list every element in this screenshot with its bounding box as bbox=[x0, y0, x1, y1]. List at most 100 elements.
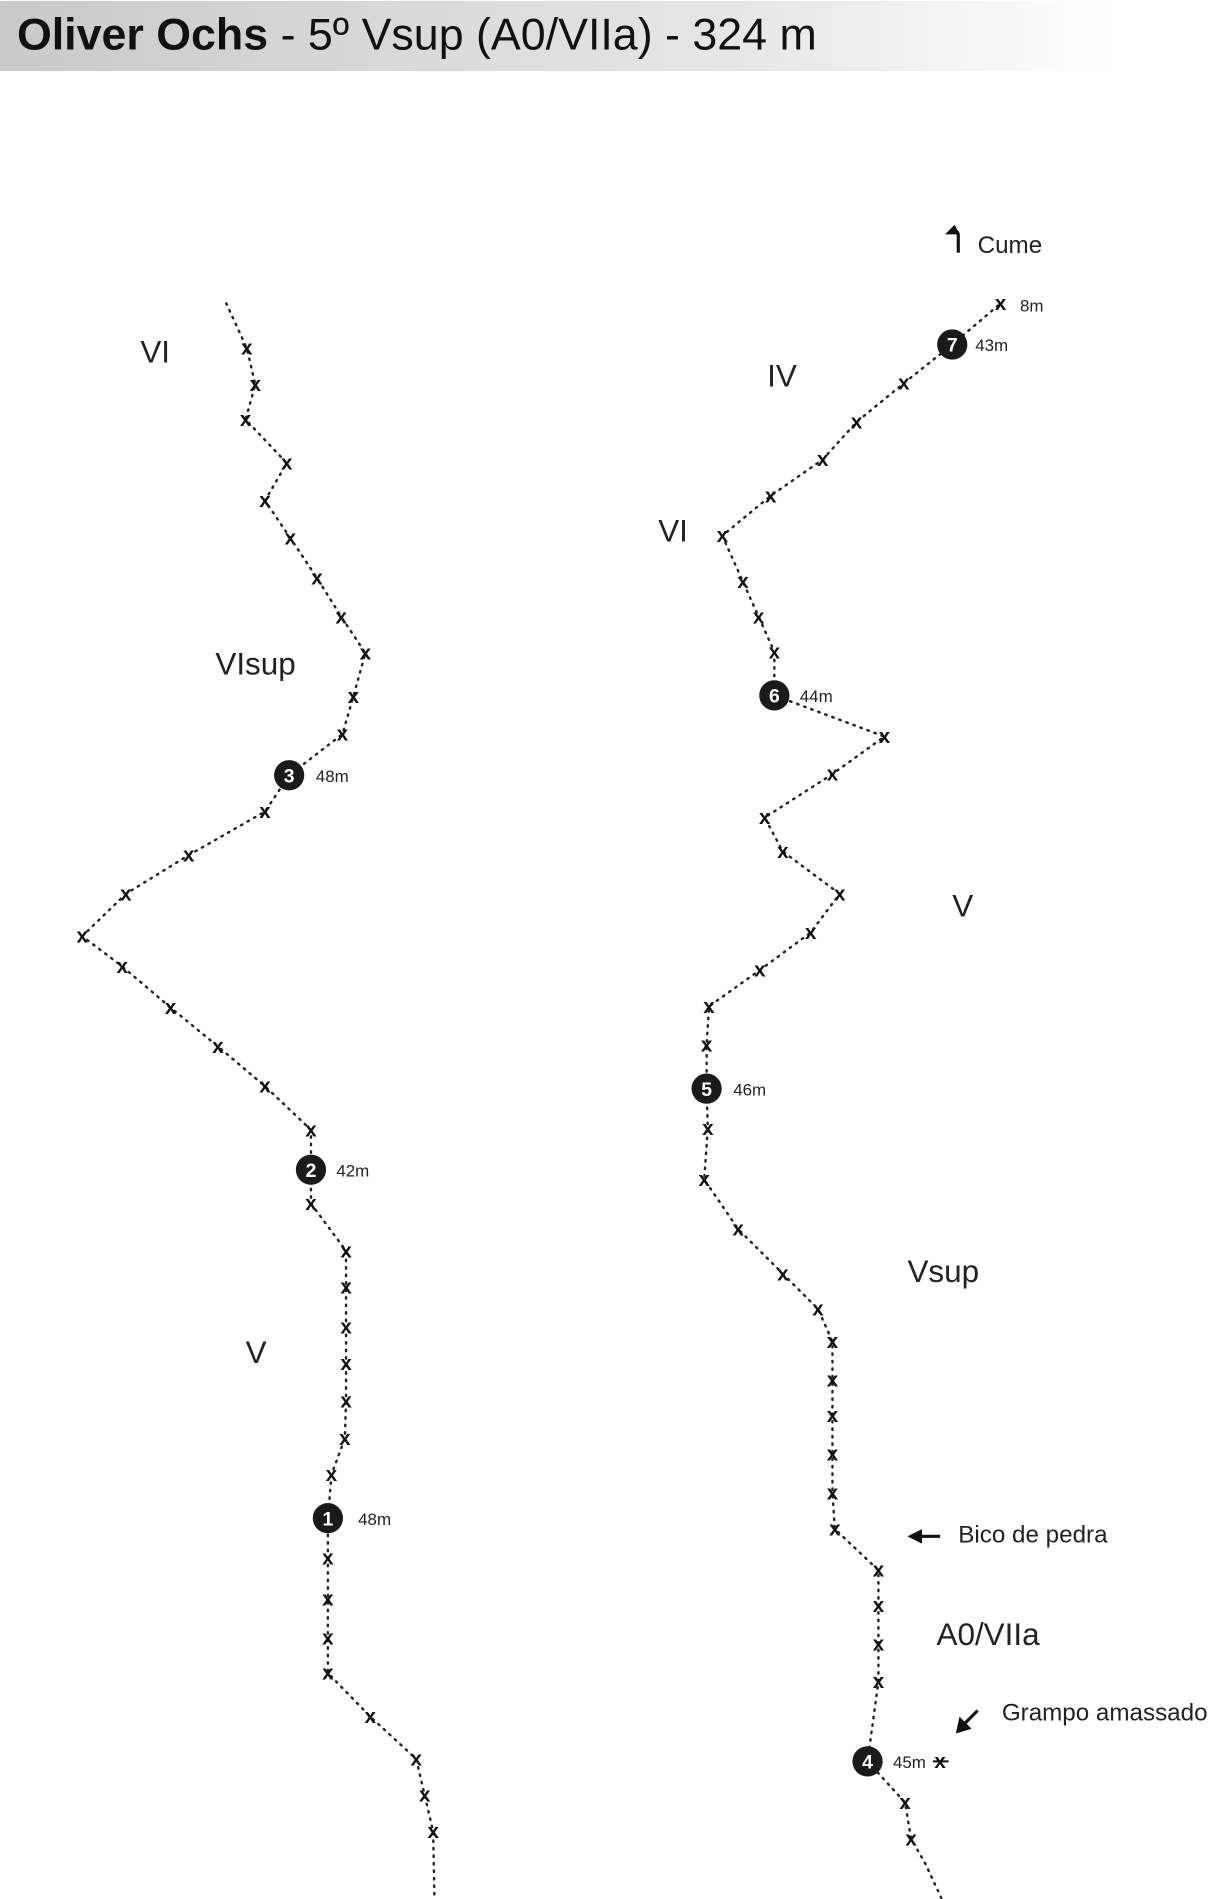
bolt-marker: x bbox=[165, 996, 177, 1019]
grade-label-right-mid: V bbox=[952, 888, 973, 923]
bolt-marker: x bbox=[827, 763, 839, 786]
grade-label-right-top: IV bbox=[767, 358, 797, 393]
belay-number: 6 bbox=[769, 686, 780, 708]
bolt-marker: x bbox=[305, 1192, 317, 1215]
bolt-marker: x bbox=[427, 1820, 439, 1843]
belay-circle bbox=[937, 329, 968, 360]
grade-label-left-top: VI bbox=[140, 334, 170, 369]
bolt-marker: x bbox=[322, 1547, 334, 1570]
down-left-arrow-icon bbox=[955, 1709, 979, 1734]
bolt-marker: x bbox=[829, 1518, 841, 1541]
belay-station-7: 7 43m bbox=[937, 329, 1008, 360]
belay-circle bbox=[852, 1746, 883, 1777]
pitch-length: 48m bbox=[358, 1510, 391, 1529]
pitch-length: 43m bbox=[975, 336, 1008, 355]
right-route-path bbox=[702, 302, 1002, 1899]
bolt-marker: x bbox=[827, 1404, 839, 1427]
bolt-marker: x bbox=[335, 605, 347, 628]
bolt-marker: x bbox=[812, 1297, 824, 1320]
bolt-marker: x bbox=[183, 844, 195, 867]
bolt-marker: x bbox=[340, 1316, 352, 1339]
grade-label-right-upper: VI bbox=[658, 513, 688, 548]
pitch-length: 44m bbox=[800, 687, 833, 706]
bolt-marker: x bbox=[759, 806, 771, 829]
rock-horn-label: Bico de pedra bbox=[958, 1522, 1108, 1549]
belay-number: 5 bbox=[701, 1079, 712, 1101]
grade-label-right-lower: Vsup bbox=[907, 1254, 979, 1289]
bolt-marker: x bbox=[259, 489, 271, 512]
summit-arrow-icon bbox=[944, 224, 960, 253]
bolt-marker: x bbox=[873, 1633, 885, 1656]
belay-circle bbox=[295, 1154, 327, 1185]
bolt-marker: x bbox=[765, 484, 777, 507]
bolt-marker: x bbox=[116, 955, 128, 978]
bolt-marker: x bbox=[777, 840, 789, 863]
bolt-marker: x bbox=[322, 1626, 334, 1649]
belay-station-3: 3 48m bbox=[274, 760, 349, 791]
route-grade-length: - 5º Vsup (A0/VIIa) - 324 m bbox=[268, 9, 817, 59]
bolt-marker: x bbox=[851, 410, 863, 433]
belay-station-4: 4 45m bbox=[852, 1746, 926, 1777]
bolt-marker: x bbox=[769, 640, 781, 663]
belay-circle bbox=[274, 760, 305, 791]
bolt-marker: x bbox=[702, 1117, 714, 1140]
bolt-marker: x bbox=[805, 921, 817, 944]
belay-number: 2 bbox=[306, 1160, 317, 1182]
bolt-marker: x bbox=[777, 1262, 789, 1285]
bolt-marker: x bbox=[337, 723, 349, 746]
bolt-marker: x bbox=[322, 1662, 334, 1685]
route-lines bbox=[80, 302, 1002, 1899]
bolt-marker: x bbox=[259, 1075, 271, 1098]
belay-station-2: 2 42m bbox=[295, 1154, 369, 1185]
bolt-marker: x bbox=[873, 1559, 885, 1582]
bolt-marker: x bbox=[873, 1670, 885, 1693]
pitch-length: 46m bbox=[733, 1080, 766, 1099]
grade-label-left-mid: VIsup bbox=[215, 646, 295, 681]
bolt-marker: x bbox=[827, 1369, 839, 1392]
belay-station-5: 5 46m bbox=[691, 1073, 766, 1104]
pitch-length: 42m bbox=[336, 1161, 369, 1180]
left-arrow-icon bbox=[907, 1529, 941, 1544]
belay-station-1: 1 48m bbox=[312, 1503, 391, 1534]
bolt-marker: x bbox=[879, 725, 891, 748]
bolt-marker: x bbox=[732, 1217, 744, 1240]
bolt-marker: x bbox=[259, 800, 271, 823]
bolt-marker: x bbox=[212, 1035, 224, 1058]
bolt-marker: x bbox=[817, 448, 829, 471]
bolt-marker: x bbox=[120, 882, 132, 905]
bolt-marker: x bbox=[754, 959, 766, 982]
bolt-marker: x bbox=[717, 524, 729, 547]
belay-number: 4 bbox=[862, 1752, 873, 1774]
bolt-marker: x bbox=[419, 1784, 431, 1807]
bolt-marker: x bbox=[311, 567, 323, 590]
bolt-marker: x bbox=[703, 995, 715, 1018]
final-pitch-length: 8m bbox=[1020, 296, 1044, 315]
bolt-marker: x bbox=[305, 1118, 317, 1141]
bolt-marker: x bbox=[348, 685, 360, 708]
belay-circle bbox=[759, 680, 790, 711]
bolt-marker: x bbox=[340, 1389, 352, 1412]
bolt-marker: x bbox=[834, 882, 846, 905]
bolt-marker: x bbox=[339, 1427, 351, 1450]
rock-horn-annotation: Bico de pedra bbox=[907, 1522, 1108, 1549]
bolt-marker: x bbox=[753, 605, 765, 628]
damaged-bolt-annotation: Grampo amassado bbox=[932, 1699, 1208, 1763]
bolt-marker: x bbox=[827, 1443, 839, 1466]
bolt-marker: x bbox=[898, 372, 910, 395]
bolt-marker: x bbox=[250, 373, 262, 396]
bolt-marker: x bbox=[285, 527, 297, 550]
summit-annotation: Cume bbox=[944, 224, 1043, 259]
grade-label-right-crux: A0/VIIa bbox=[937, 1617, 1041, 1652]
grade-label-left-bottom: V bbox=[246, 1335, 267, 1370]
bolt-marker: x bbox=[322, 1588, 334, 1611]
bolt-marker: x bbox=[281, 452, 293, 475]
bolt-marker: x bbox=[737, 570, 749, 593]
bolt-marker: x bbox=[995, 292, 1007, 315]
bolt-marker: x bbox=[240, 408, 252, 431]
bolt-marker: x bbox=[411, 1747, 423, 1770]
bolt-marker: x bbox=[365, 1705, 377, 1728]
belay-number: 1 bbox=[323, 1508, 334, 1530]
summit-label: Cume bbox=[978, 232, 1043, 259]
pitch-length: 45m bbox=[893, 1753, 926, 1772]
